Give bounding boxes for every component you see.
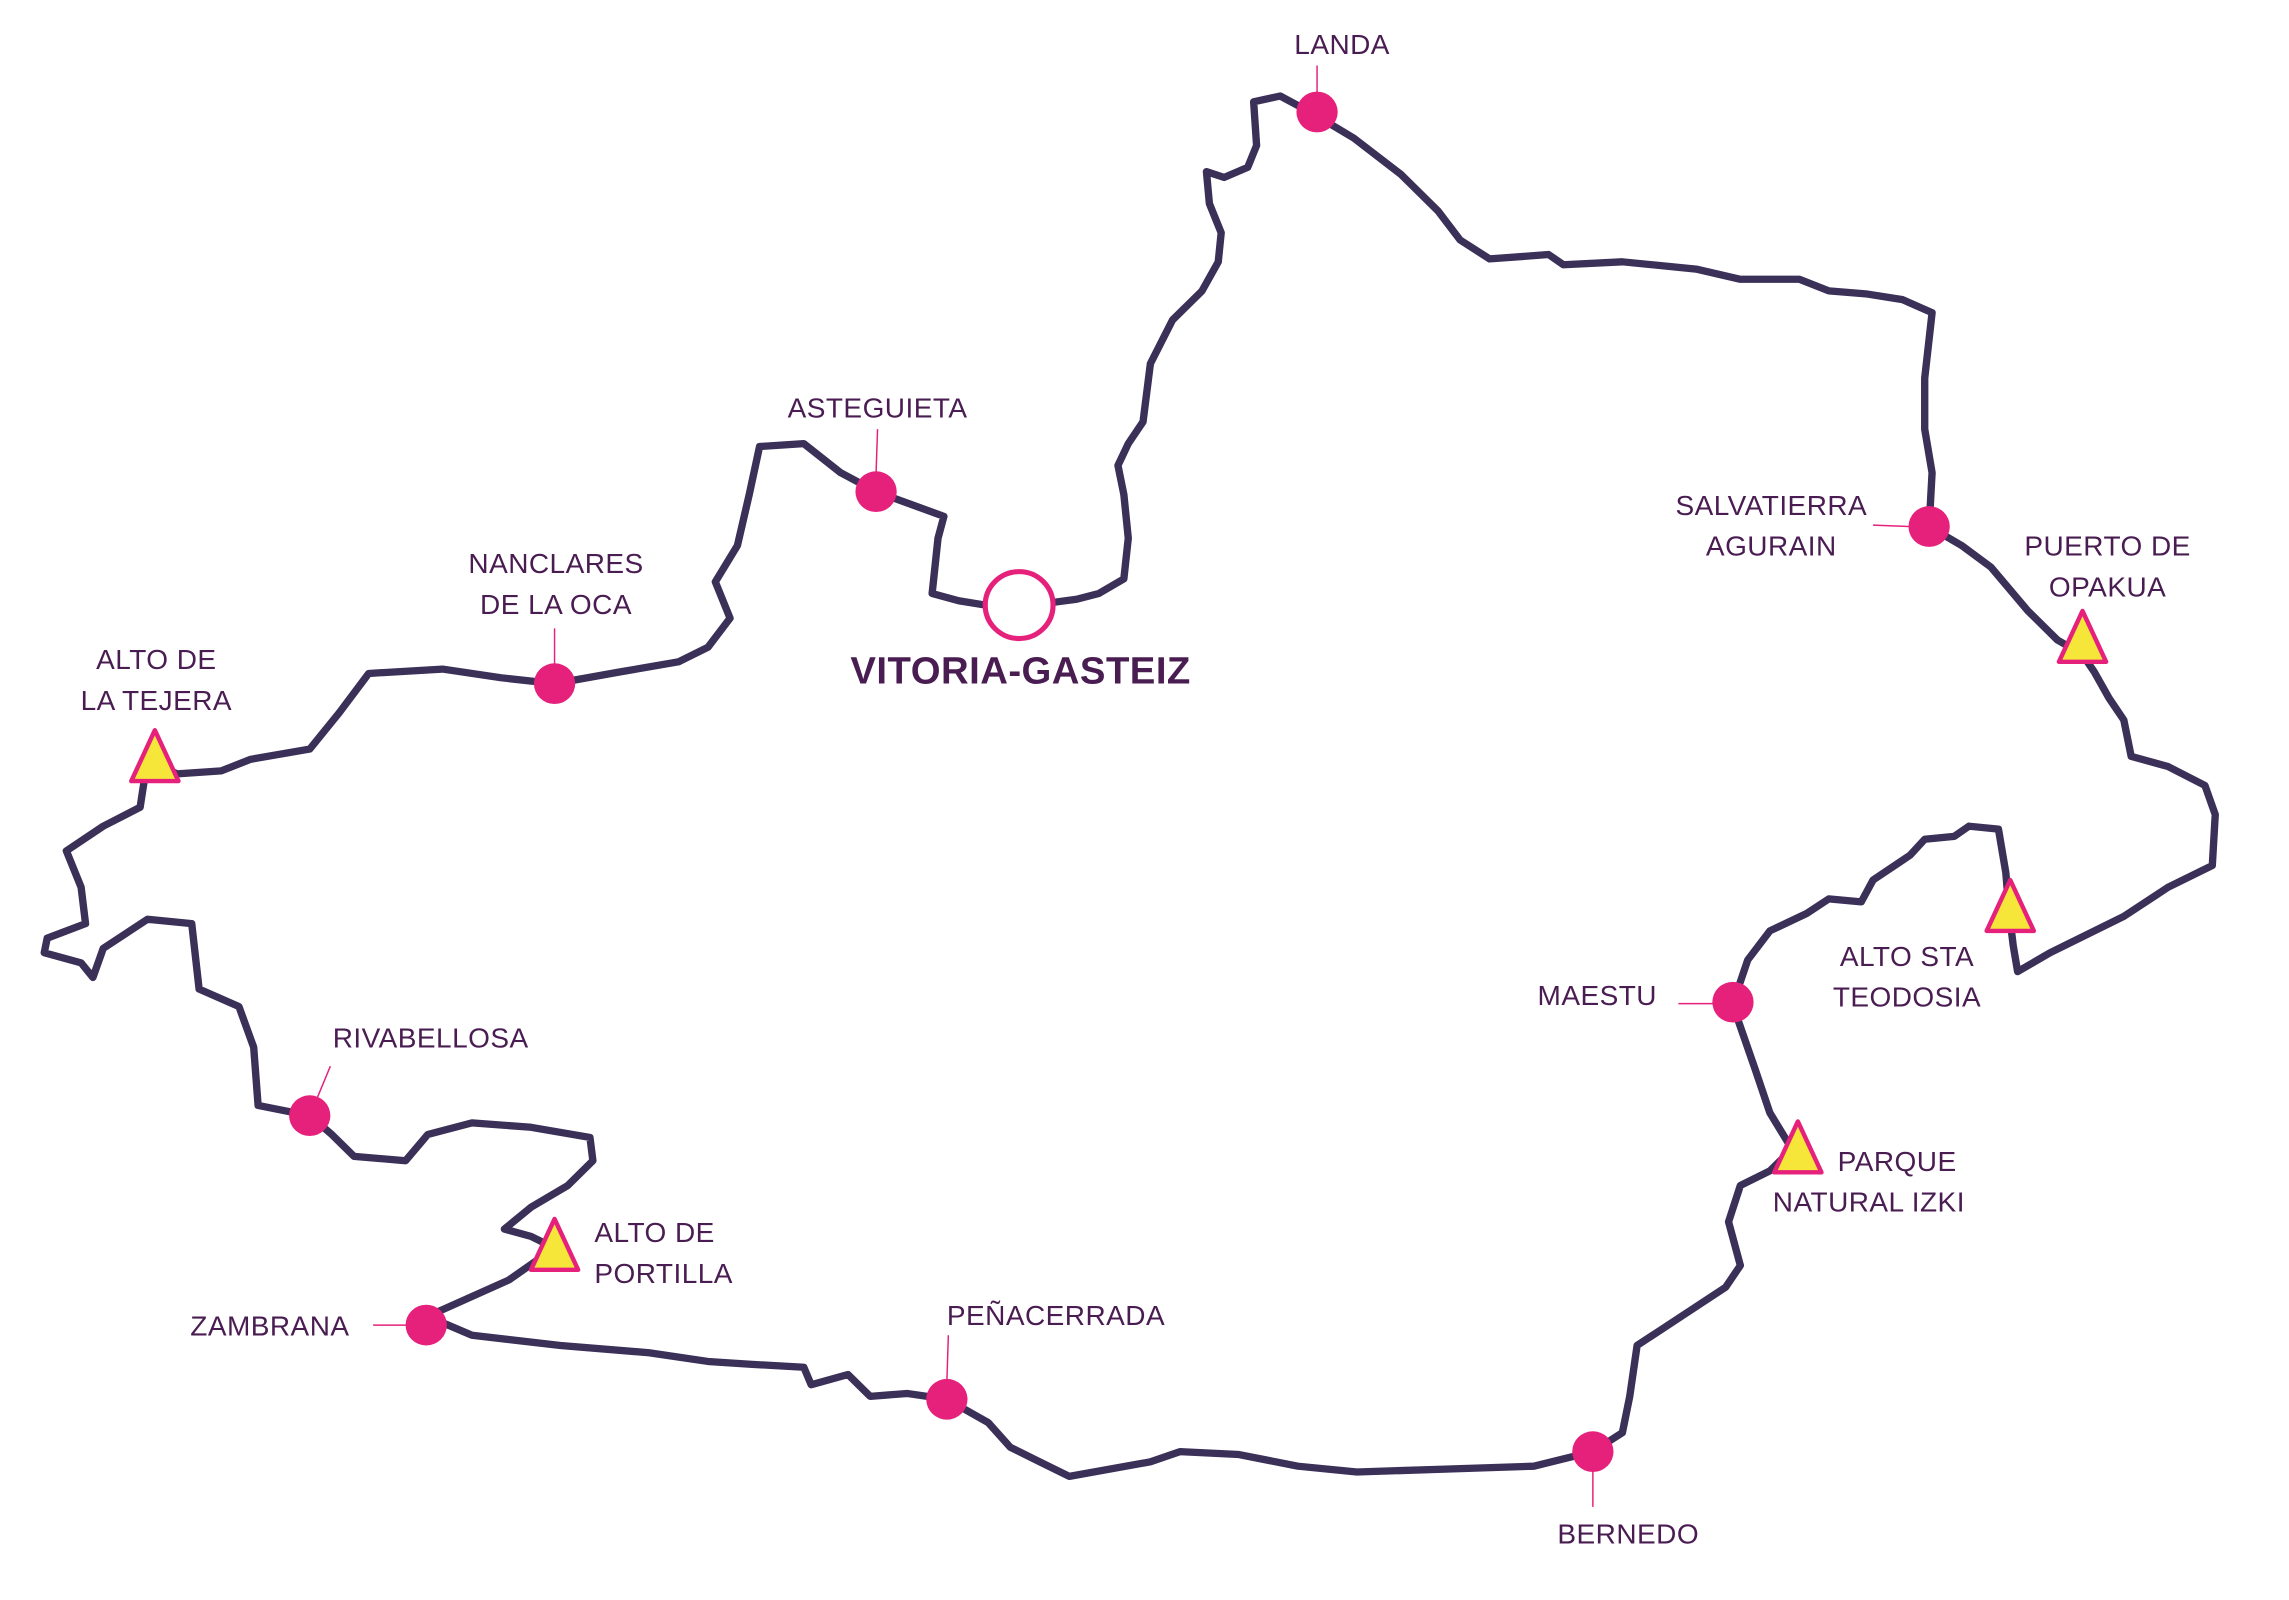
svg-text:LANDA: LANDA (1294, 29, 1390, 60)
capital-label: VITORIA-GASTEIZ (850, 651, 1190, 693)
svg-text:SALVATIERRA: SALVATIERRA (1675, 490, 1867, 521)
town-asteguieta: ASTEGUIETA (788, 393, 968, 512)
town-zambrana: ZAMBRANA (190, 1304, 447, 1346)
svg-text:NATURAL IZKI: NATURAL IZKI (1773, 1187, 1965, 1218)
svg-text:NANCLARES: NANCLARES (468, 548, 643, 579)
mountain-pass-icon (2056, 608, 2109, 664)
route-line (40, 92, 2219, 1481)
svg-text:ZAMBRANA: ZAMBRANA (190, 1310, 349, 1341)
town-bernedo: BERNEDO (1557, 1431, 1699, 1549)
svg-text:PUERTO DE: PUERTO DE (2024, 531, 2190, 562)
mountain-pass-icon (528, 1216, 581, 1272)
svg-text:TEODOSIA: TEODOSIA (1833, 982, 1981, 1013)
svg-text:MAESTU: MAESTU (1538, 980, 1657, 1011)
town-penacerrada: PEÑACERRADA (926, 1300, 1165, 1420)
svg-text:DE LA OCA: DE LA OCA (480, 589, 632, 620)
svg-text:BERNEDO: BERNEDO (1557, 1518, 1699, 1549)
svg-text:PORTILLA: PORTILLA (594, 1258, 733, 1289)
town-landa: LANDA (1294, 29, 1390, 133)
svg-text:OPAKUA: OPAKUA (2049, 572, 2166, 603)
svg-text:ALTO DE: ALTO DE (594, 1217, 714, 1248)
mountain-pass-icon (1984, 877, 2037, 934)
capital-marker (982, 569, 1056, 642)
svg-text:ALTO STA: ALTO STA (1840, 941, 1974, 972)
mountain-pass-icon (129, 728, 181, 784)
town-salvatierra: SALVATIERRA AGURAIN (1675, 490, 1950, 562)
town-maestu: MAESTU (1538, 980, 1754, 1023)
svg-text:ASTEGUIETA: ASTEGUIETA (788, 393, 968, 424)
svg-text:AGURAIN: AGURAIN (1706, 531, 1837, 562)
pass-teodosia: ALTO STA TEODOSIA (1833, 877, 2037, 1013)
svg-text:ALTO DE: ALTO DE (96, 644, 216, 675)
svg-text:PEÑACERRADA: PEÑACERRADA (947, 1300, 1165, 1331)
mountain-pass-icon (1772, 1119, 1824, 1175)
pass-portilla: ALTO DE PORTILLA (528, 1216, 733, 1289)
pass-tejera: ALTO DE LA TEJERA (81, 644, 232, 784)
svg-text:RIVABELLOSA: RIVABELLOSA (333, 1022, 529, 1053)
pass-opakua: PUERTO DE OPAKUA (2024, 531, 2190, 664)
pass-izki: PARQUE NATURAL IZKI (1772, 1119, 1965, 1218)
town-rivabellosa: RIVABELLOSA (289, 1022, 529, 1136)
svg-text:PARQUE: PARQUE (1838, 1146, 1957, 1177)
town-nanclares: NANCLARES DE LA OCA (468, 548, 643, 704)
svg-text:LA TEJERA: LA TEJERA (81, 685, 232, 716)
